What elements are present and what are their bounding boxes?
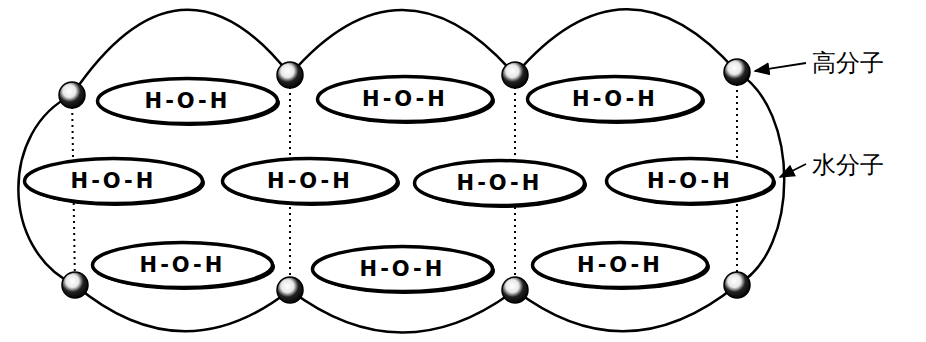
ellipse-outline: [318, 77, 493, 122]
leader-arrow: [755, 63, 806, 71]
molecule-formula: H-O-H: [457, 171, 543, 195]
water-molecule: H-O-H: [530, 240, 710, 290]
water-molecule: H-O-H: [22, 156, 205, 206]
polymer-dot: [59, 82, 85, 108]
ellipse-outline: [607, 159, 774, 204]
water-molecule: H-O-H: [315, 74, 495, 124]
polymer-dot: [277, 62, 303, 88]
water-molecule: H-O-H: [310, 244, 495, 294]
ellipse-outline: [313, 247, 493, 292]
molecule-formula: H-O-H: [71, 169, 157, 193]
leader-arrow: [780, 164, 806, 177]
water-molecule: H-O-H: [412, 158, 587, 208]
molecule-formula: H-O-H: [267, 169, 353, 193]
molecule-formula: H-O-H: [145, 89, 231, 113]
gel-outline: [18, 9, 784, 332]
water-molecule: H-O-H: [90, 240, 275, 290]
molecule-formula: H-O-H: [647, 169, 733, 193]
molecule-formula: H-O-H: [572, 87, 658, 111]
ellipse-outline: [93, 243, 273, 288]
ellipse-outline: [223, 159, 398, 204]
molecule-formula: H-O-H: [577, 253, 663, 277]
ellipse-outline: [98, 79, 278, 124]
ellipse-outline: [528, 77, 703, 122]
polymer-dot: [277, 277, 303, 303]
ellipse-outline: [25, 159, 203, 204]
label-text: 水分子: [812, 151, 884, 179]
polymer-dot: [502, 62, 528, 88]
leader-lines: [755, 63, 806, 177]
callout-label: 高分子: [812, 47, 884, 79]
water-molecule: H-O-H: [95, 76, 280, 126]
water-molecule: H-O-H: [220, 156, 400, 206]
water-molecule: H-O-H: [525, 74, 705, 124]
molecule-formula: H-O-H: [140, 253, 226, 277]
polymer-dot: [62, 272, 88, 298]
polymer-dot: [724, 59, 750, 85]
water-molecule: H-O-H: [604, 156, 776, 206]
polymer-dot: [502, 277, 528, 303]
label-text: 高分子: [812, 49, 884, 77]
callout-label: 水分子: [812, 149, 884, 181]
polymer-dot: [724, 272, 750, 298]
molecule-formula: H-O-H: [362, 87, 448, 111]
ellipse-outline: [415, 161, 585, 206]
molecule-formula: H-O-H: [360, 257, 446, 281]
ellipse-outline: [533, 243, 708, 288]
